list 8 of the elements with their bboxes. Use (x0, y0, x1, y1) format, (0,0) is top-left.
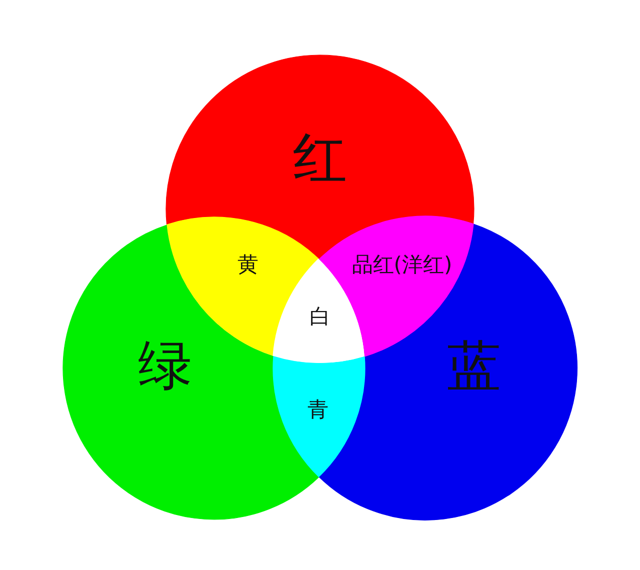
region-label: 青 (307, 398, 328, 422)
circle-label: 绿 (138, 335, 192, 395)
region-label: 品红(洋红) (352, 253, 452, 277)
region-label: 黄 (237, 253, 258, 277)
overlap-region (273, 356, 365, 477)
region-label: 白 (309, 305, 330, 329)
circle-label: 红 (292, 128, 347, 188)
circle-label: 蓝 (446, 336, 501, 396)
